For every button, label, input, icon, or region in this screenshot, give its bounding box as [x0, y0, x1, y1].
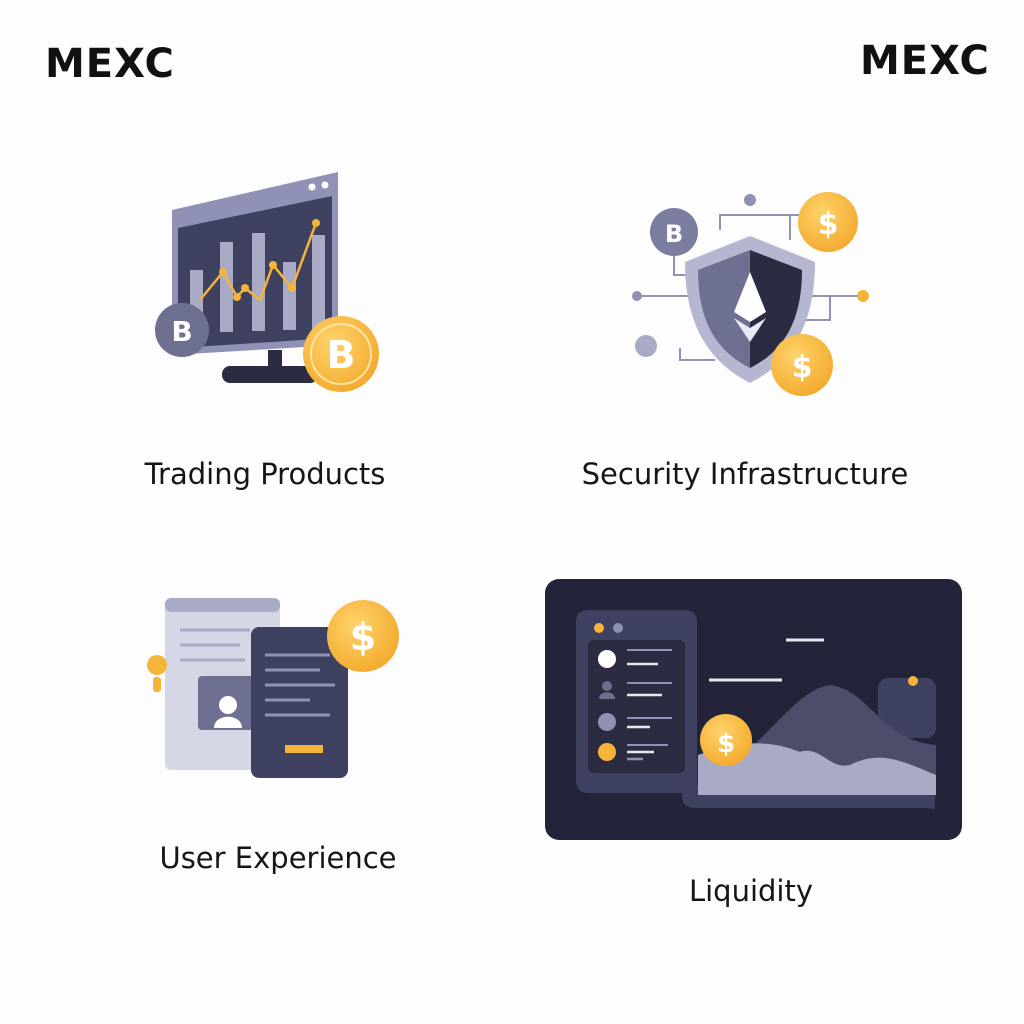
- liquidity-dashboard-icon: $: [545, 579, 962, 840]
- bitcoin-coin-icon: B: [171, 315, 192, 348]
- section-label-trading-products: Trading Products: [144, 457, 386, 491]
- dollar-coin-icon: $: [792, 350, 813, 385]
- mexc-logo-right: MEXC: [860, 38, 990, 84]
- mexc-logo-left: MEXC: [45, 41, 175, 87]
- user-profile-devices-icon: $: [147, 598, 399, 778]
- bitcoin-coin-icon: B: [665, 220, 683, 248]
- section-label-user-experience: User Experience: [159, 841, 397, 875]
- dollar-coin-icon: $: [350, 615, 376, 659]
- bitcoin-gold-coin-icon: B: [327, 333, 356, 377]
- section-label-security-infrastructure: Security Infrastructure: [581, 457, 909, 491]
- dollar-coin-icon: $: [717, 729, 735, 759]
- section-label-liquidity: Liquidity: [688, 874, 814, 908]
- dollar-coin-icon: $: [818, 207, 839, 242]
- security-shield-icon: B $ $: [632, 192, 869, 396]
- trading-chart-monitor-icon: B B: [155, 172, 379, 392]
